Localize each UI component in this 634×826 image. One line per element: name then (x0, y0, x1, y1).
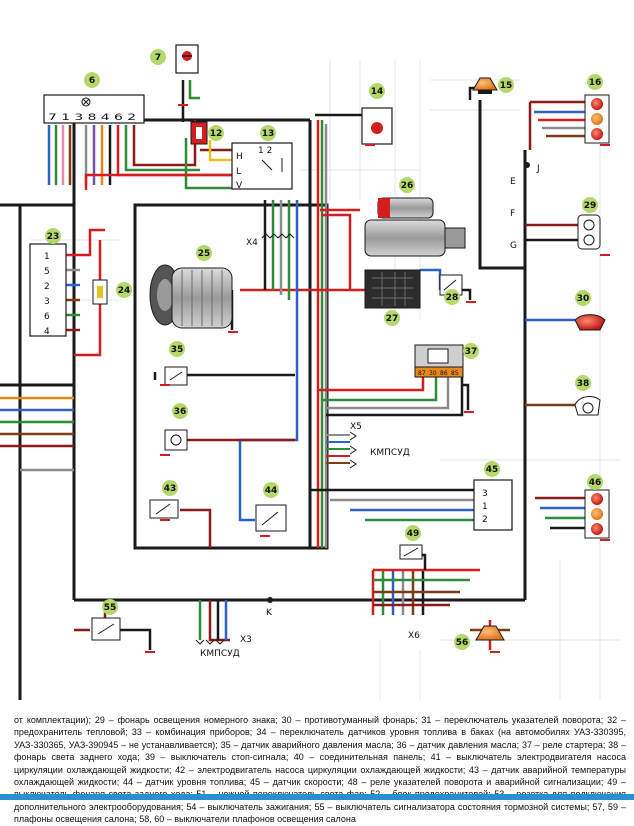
comp13-pin-v: V (236, 181, 243, 191)
badge-38: 38 (577, 379, 590, 389)
wires-left-panel (0, 228, 105, 472)
wires-right-lamps (468, 86, 585, 530)
component-12-fuse (190, 121, 208, 145)
badge-14: 14 (371, 87, 384, 97)
wires-bottom (74, 600, 230, 650)
badge-37: 37 (465, 347, 478, 357)
component-14-relay (361, 107, 393, 145)
label-k: K (266, 608, 273, 618)
badge-55: 55 (104, 603, 117, 613)
badge-30: 30 (577, 294, 590, 304)
comp37-pin-86: 86 (440, 370, 448, 377)
component-15-lamp (472, 77, 498, 94)
label-kmpsud-2: КМПСУД (200, 649, 240, 659)
component-23-connector: 1 5 2 3 6 4 (29, 243, 67, 337)
comp23-pin-5: 6 (44, 312, 50, 322)
badge-43: 43 (164, 484, 177, 494)
component-44-fuel-sensor (255, 504, 287, 532)
comp23-pin-6: 4 (44, 327, 50, 337)
component-16-rear-lamp (584, 94, 610, 144)
label-x4: X4 (246, 238, 258, 248)
wires-sensors (153, 200, 299, 548)
component-38-reverse-lamp (574, 395, 601, 416)
connector-x5-mark (349, 431, 357, 469)
figure-caption: от комплектации); 29 – фонарь освещения … (14, 715, 626, 825)
wires-comp45 (310, 488, 474, 522)
label-x5: X5 (350, 422, 362, 432)
component-7-switch (175, 44, 199, 74)
badge-25: 25 (198, 249, 211, 259)
badge-56: 56 (456, 638, 469, 648)
comp23-pin-4: 3 (44, 297, 50, 307)
component-27-fuse-block (364, 269, 421, 309)
comp13-pins-top: 1 2 (258, 146, 272, 156)
component-30-fog-lamp (574, 314, 606, 331)
badge-35: 35 (171, 345, 184, 355)
badge-15: 15 (500, 81, 513, 91)
badge-29: 29 (584, 201, 597, 211)
label-f: F (510, 209, 515, 219)
badge-27: 27 (386, 314, 399, 324)
badge-6: 6 (89, 76, 95, 86)
comp37-pin-30: 30 (429, 370, 437, 377)
label-g: G (510, 241, 517, 251)
component-36-oil-pressure-sensor (164, 429, 188, 451)
badge-13: 13 (262, 129, 275, 139)
connector-x4-mark (261, 233, 295, 239)
wires-comp37 (318, 375, 470, 417)
comp45-pin-1: 1 (482, 502, 488, 512)
comp13-pin-h: H (236, 152, 243, 162)
comp23-pin-3: 2 (44, 282, 50, 292)
badge-36: 36 (174, 407, 187, 417)
ground-symbols (145, 104, 610, 653)
component-24-fuse (92, 279, 108, 305)
component-26-starter (364, 197, 466, 257)
badge-24: 24 (118, 286, 131, 296)
comp37-pin-87: 87 (418, 370, 426, 377)
component-43-temp-sensor (149, 499, 179, 519)
badge-26: 26 (401, 181, 414, 191)
label-j: J (536, 164, 540, 174)
badge-45: 45 (486, 465, 499, 475)
page-bottom-bar (0, 794, 634, 800)
badge-46: 46 (589, 478, 602, 488)
label-x3: X3 (240, 635, 252, 645)
wires-comp7-13 (84, 80, 232, 190)
connector-x3-mark (195, 639, 225, 645)
label-e: E (510, 177, 516, 187)
badge-16: 16 (589, 78, 602, 88)
component-13-relay: 1 2 H L V (231, 142, 293, 191)
wires-x5 (326, 434, 350, 464)
badge-23: 23 (47, 232, 60, 242)
comp37-pin-85: 85 (451, 370, 459, 377)
wiring-diagram: 7 1 3 8 4 6 2 1 2 H L V 1 (0, 44, 620, 700)
component-49-reverse-switch (399, 544, 423, 560)
comp6-pins: 7 1 3 8 4 6 2 (48, 113, 136, 123)
component-6-switch: 7 1 3 8 4 6 2 (43, 94, 145, 124)
label-kmpsud-1: КМПСУД (370, 448, 410, 458)
component-46-rear-lamp (584, 489, 610, 539)
component-55-brake-switch (91, 617, 121, 641)
frame-harness (0, 100, 527, 700)
component-29-plate-lamp (577, 214, 601, 250)
badge-44: 44 (265, 486, 278, 496)
junction-k (267, 597, 273, 603)
component-56-lamp (475, 625, 505, 641)
badge-12: 12 (210, 129, 223, 139)
component-45-speed-sensor: 3 1 2 (473, 479, 513, 531)
comp45-pin-2: 2 (482, 515, 488, 525)
badge-28: 28 (446, 293, 459, 303)
label-x6: X6 (408, 631, 420, 641)
component-37-starter-relay: 87 30 86 85 (414, 344, 464, 378)
badge-7: 7 (155, 53, 161, 63)
junction-j (524, 162, 530, 168)
badge-49: 49 (407, 529, 420, 539)
component-number-badges: 6 7 12 13 14 15 16 23 24 25 26 27 28 29 … (45, 49, 603, 650)
comp23-pin-1: 1 (44, 252, 50, 262)
comp23-pin-2: 5 (44, 267, 50, 277)
component-25-alternator (149, 264, 233, 329)
comp13-pin-l: L (236, 167, 241, 177)
component-35-oil-sensor (164, 366, 188, 386)
comp45-pin-3: 3 (482, 489, 488, 499)
